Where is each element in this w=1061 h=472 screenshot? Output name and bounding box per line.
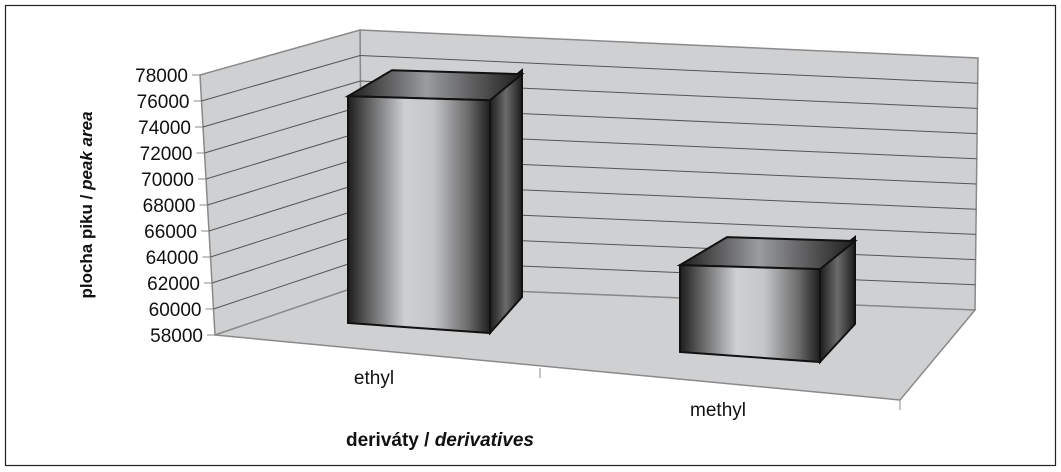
y-tick-label: 74000 <box>138 118 191 139</box>
y-axis: 58000 60000 62000 64000 66000 68000 70000 72000… <box>135 66 215 347</box>
y-tick-label: 64000 <box>146 248 199 269</box>
gridline-side <box>207 157 362 206</box>
x-axis-title: deriváty / derivatives <box>346 430 534 451</box>
bar-front-face <box>679 264 821 364</box>
y-tick-label: 66000 <box>144 222 197 243</box>
bar-methyl <box>676 235 858 365</box>
y-tick-label: 72000 <box>140 144 193 165</box>
bar-front-face <box>347 95 491 335</box>
bar-ethyl <box>344 68 525 336</box>
category-label-ethyl: ethyl <box>354 368 394 389</box>
y-tick-label: 58000 <box>150 326 203 347</box>
gridline-side <box>208 182 362 232</box>
bars <box>344 68 858 365</box>
y-tick-label: 60000 <box>149 300 202 321</box>
category-label-methyl: methyl <box>690 400 746 421</box>
gridline-side <box>201 55 361 102</box>
gridline-side <box>211 233 362 284</box>
gridline-side <box>210 208 362 258</box>
gridline-side <box>202 80 361 128</box>
y-tick-label: 70000 <box>141 170 194 191</box>
gridline-side <box>205 131 361 180</box>
y-tick-label: 62000 <box>147 274 200 295</box>
gridline-side <box>204 106 361 154</box>
y-axis-title: plocha piku / peak area <box>77 111 96 298</box>
bar-side-face <box>489 68 523 336</box>
y-tick-label: 76000 <box>137 92 190 113</box>
y-tick-label: 78000 <box>135 66 188 87</box>
y-tick-label: 68000 <box>143 196 196 217</box>
gridline-back <box>360 55 978 84</box>
gridline-side <box>213 259 362 310</box>
